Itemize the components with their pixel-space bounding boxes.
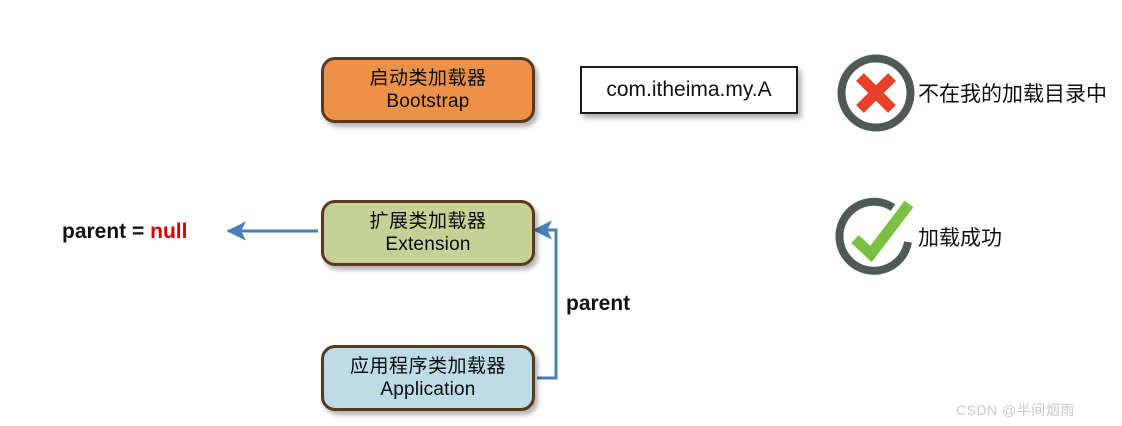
failure-result-label: 不在我的加载目录中: [918, 83, 1107, 106]
node-extension-cn-label: 扩展类加载器: [369, 210, 487, 232]
circle-check-icon: [835, 197, 914, 275]
parent-null-prefix: parent =: [62, 220, 151, 243]
success-result-label: 加载成功: [918, 227, 1002, 250]
node-application[interactable]: 应用程序类加载器 Application: [321, 345, 535, 411]
node-application-en-label: Application: [380, 379, 476, 400]
node-bootstrap-cn-label: 启动类加载器: [369, 67, 487, 89]
parent-null-label: parent = null: [62, 220, 187, 244]
parent-null-value: null: [150, 220, 188, 243]
circle-x-icon: [837, 54, 915, 132]
parent-edge-label: parent: [566, 292, 631, 315]
class-name-box[interactable]: com.itheima.my.A: [580, 66, 798, 114]
watermark: CSDN @半间烟雨: [956, 402, 1075, 418]
node-extension[interactable]: 扩展类加载器 Extension: [321, 200, 535, 266]
node-application-cn-label: 应用程序类加载器: [349, 355, 506, 377]
node-bootstrap-en-label: Bootstrap: [386, 91, 470, 112]
edge-application-to-extension: [532, 220, 558, 380]
node-bootstrap[interactable]: 启动类加载器 Bootstrap: [321, 57, 535, 123]
node-extension-en-label: Extension: [385, 234, 471, 255]
class-name-text: com.itheima.my.A: [606, 78, 772, 101]
